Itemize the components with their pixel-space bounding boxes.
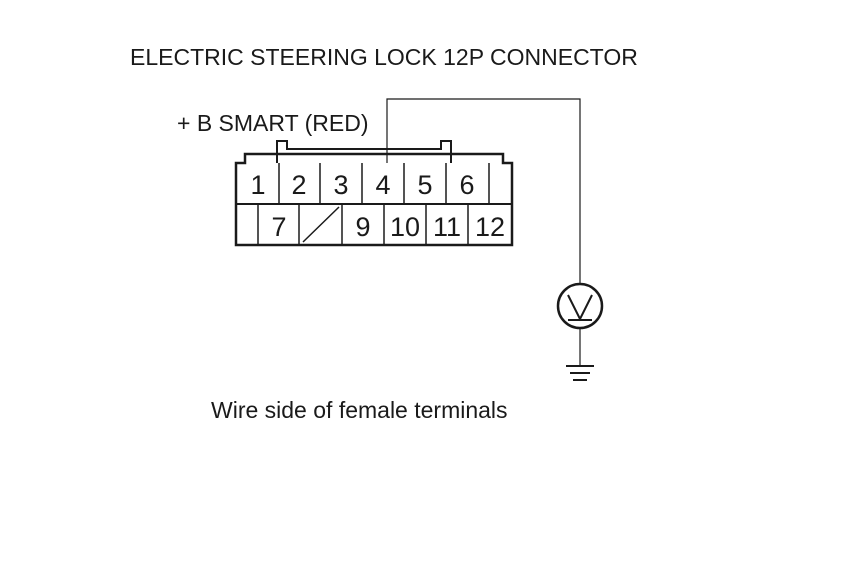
pin-number: 5 [417, 170, 432, 200]
pin-number: 1 [250, 170, 265, 200]
diagram-title: ELECTRIC STEERING LOCK 12P CONNECTOR [130, 44, 638, 70]
pin-number: 12 [475, 212, 505, 242]
ground-icon [566, 365, 594, 381]
wire-label: + B SMART (RED) [177, 110, 369, 136]
connector-12p: 1 2 3 4 5 6 7 9 10 11 12 [234, 140, 514, 247]
pin-number: 2 [291, 170, 306, 200]
voltmeter-icon [556, 282, 604, 330]
pin-number: 9 [355, 212, 370, 242]
empty-cavity-mark [302, 206, 340, 243]
pin-number: 4 [375, 170, 390, 200]
connector-housing [234, 152, 514, 247]
pin-number: 6 [459, 170, 474, 200]
pin-number: 7 [271, 212, 286, 242]
pin-number: 11 [433, 212, 461, 242]
diagram-caption: Wire side of female terminals [211, 397, 508, 423]
connector-latch [276, 140, 452, 163]
pin-number: 10 [390, 212, 420, 242]
probe-wire [386, 98, 581, 284]
pin-number: 3 [333, 170, 348, 200]
